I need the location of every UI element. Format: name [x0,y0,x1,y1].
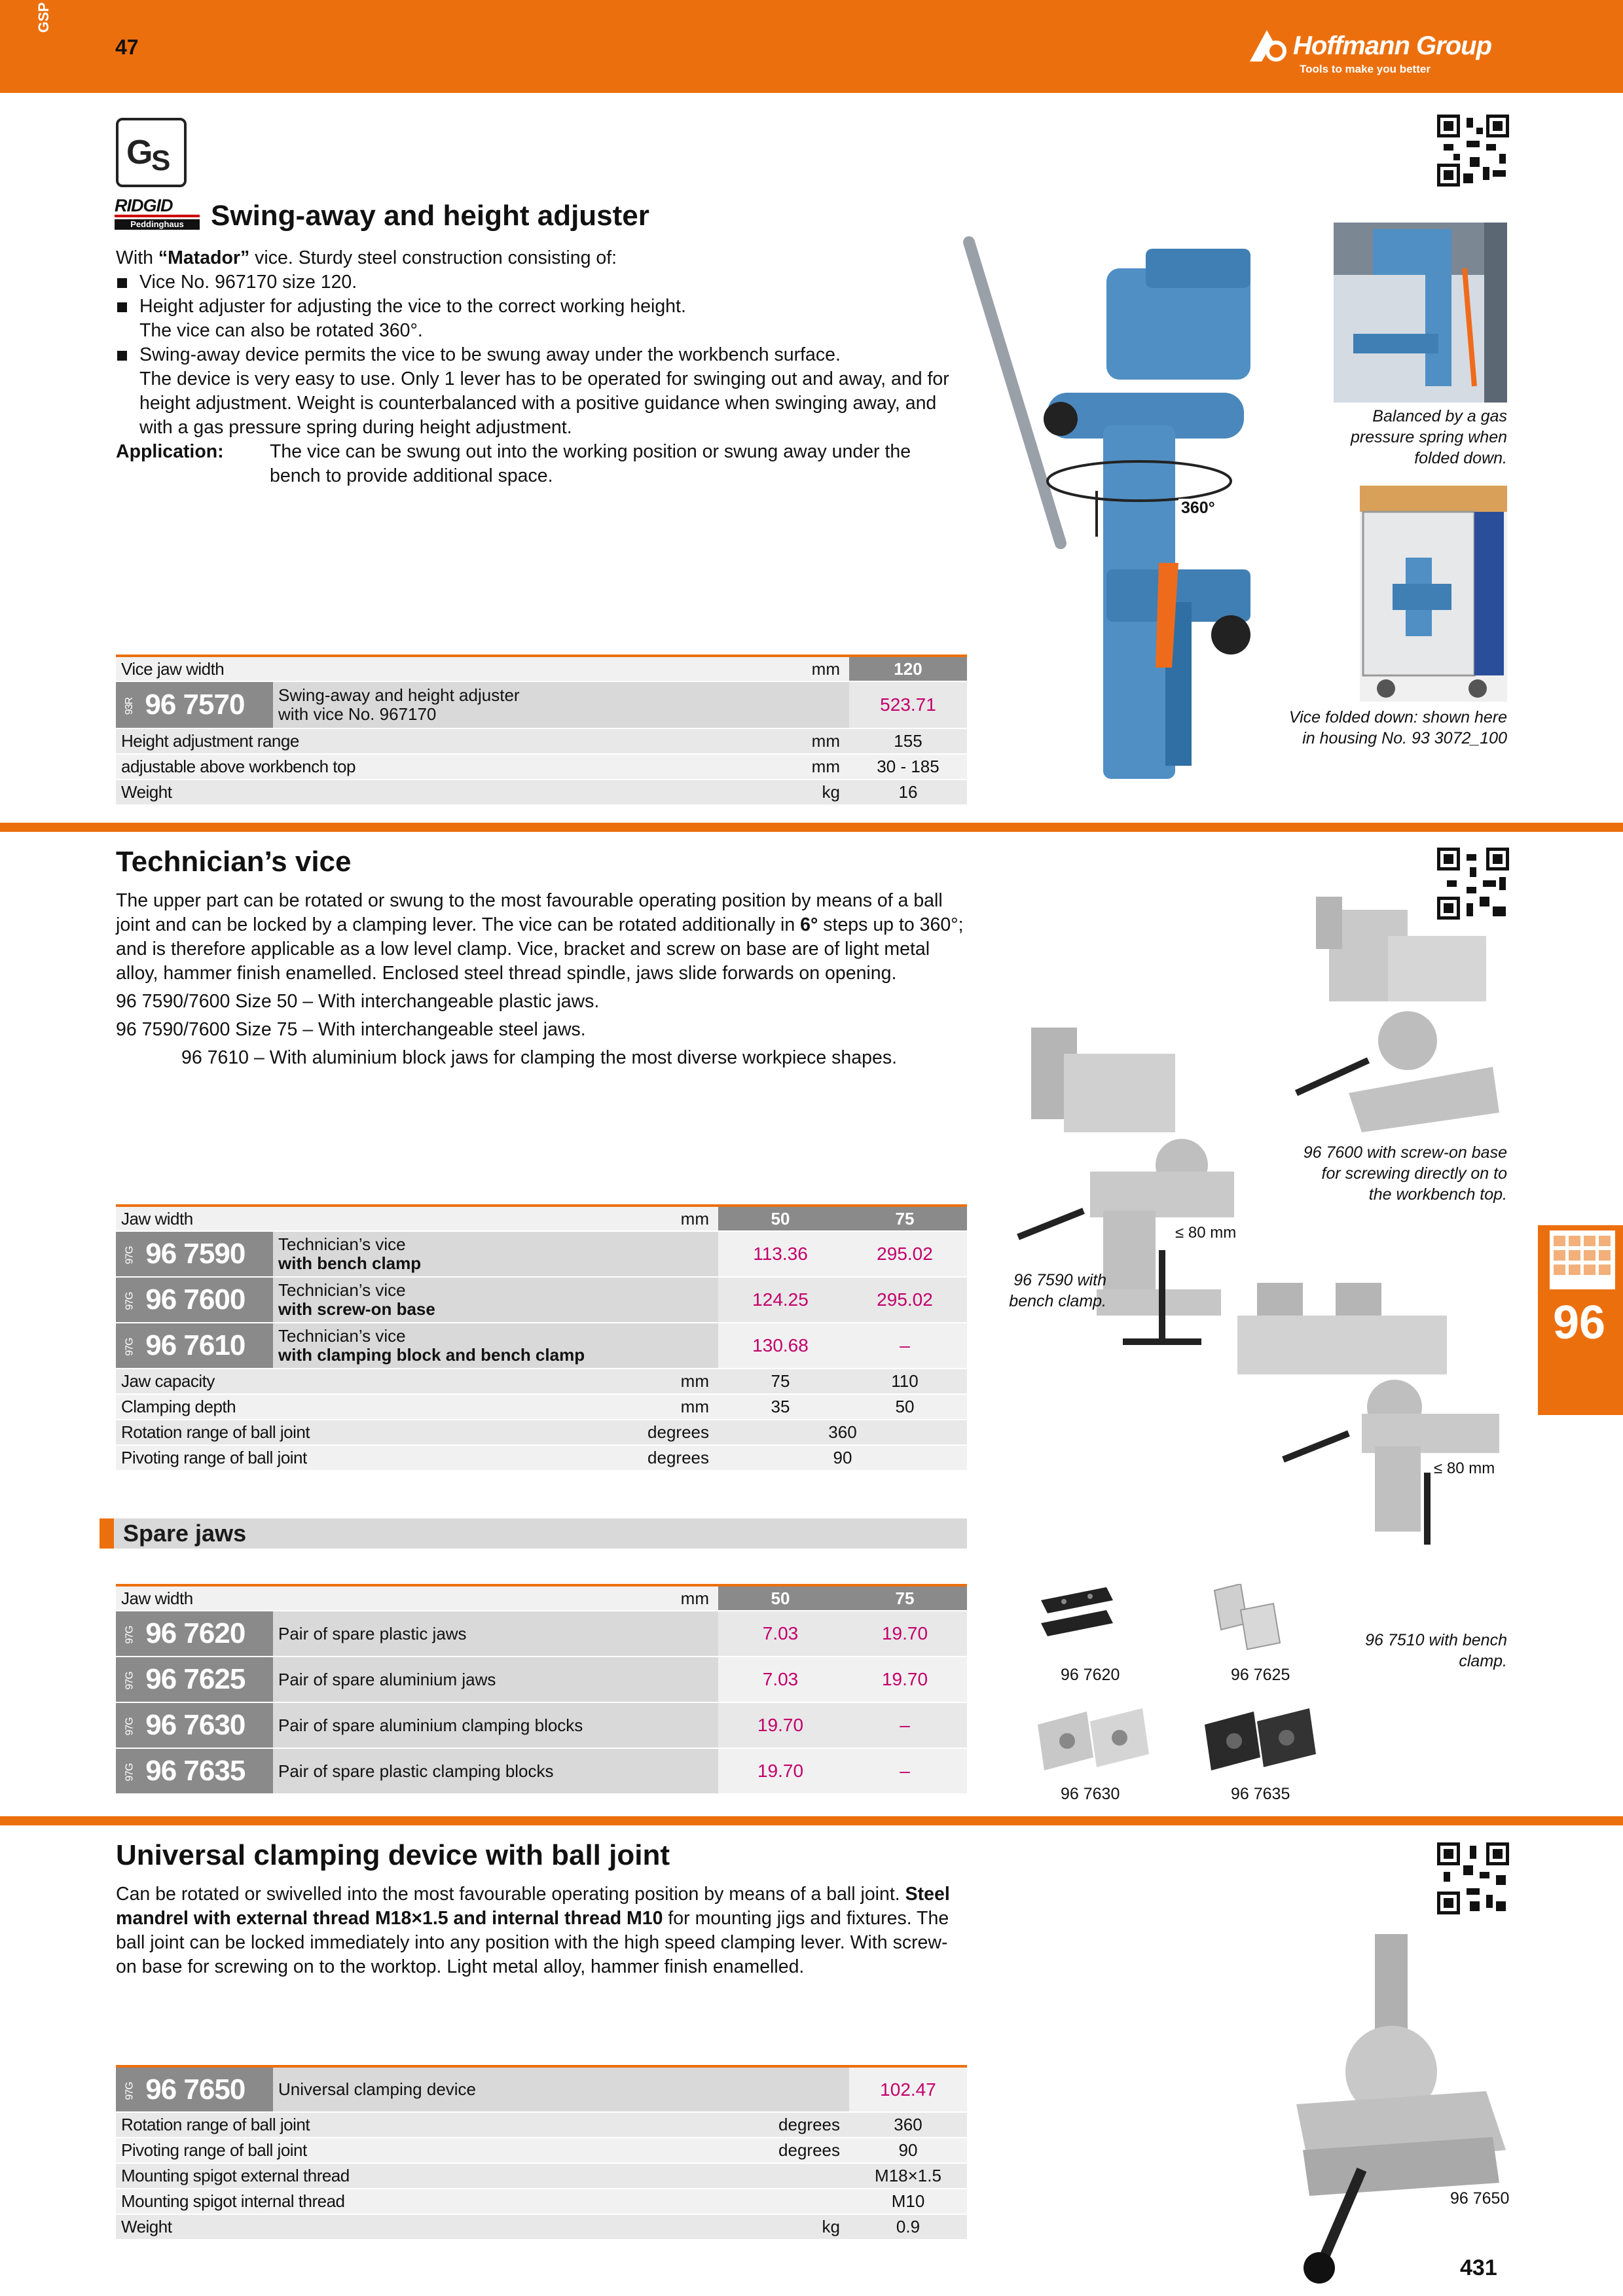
caption-967625: 96 7625 [1231,1666,1290,1684]
application-text: The vice can be swung out into the worki… [270,441,911,486]
price: 523.71 [849,681,967,729]
section-divider [0,1816,1623,1825]
spare-plastic-jaws-image [1034,1587,1120,1646]
price: 102.47 [849,2065,967,2113]
svg-text:S: S [151,145,170,177]
feature-item: Height adjuster for adjusting the vice t… [116,295,967,343]
feature-item: Vice No. 967170 size 120. [116,270,967,295]
table-header-row: Jaw width mm 50 75 [116,1584,967,1611]
section-divider [0,823,1623,832]
caption-967510: 96 7510 with bench clamp. [1365,1631,1507,1670]
universal-clamping-device-image [1283,1934,1509,2287]
brand-name: Hoffmann Group [1293,31,1492,60]
caption-folded-vice: Vice folded down: shown here in housing … [1288,708,1507,747]
table-header-row: Jaw width mm 50 75 [116,1204,967,1232]
technician-vice-967510-image: ≤ 80 mm [1218,1276,1506,1551]
caption-967650: 96 7650 [1450,2189,1510,2208]
rotation-label: 360° [1178,499,1218,518]
brand-tagline: Tools to make you better [1300,63,1431,75]
brand-logo: Hoffmann Group Tools to make you better [1247,22,1509,81]
svg-text:G: G [126,134,153,171]
section3-description: Can be rotated or swivelled into the mos… [116,1884,950,1977]
table-header-row: Vice jaw width mm 120 [116,655,967,682]
caption-967620: 96 7620 [1061,1666,1120,1684]
header-cap-text: GSP [35,2,52,33]
dimension-label: ≤ 80 mm [1434,1460,1495,1477]
feature-item: Swing-away device permits the vice to be… [116,343,967,440]
spare-aluminium-jaws-image [1201,1583,1286,1656]
folded-vice-housing-image [1360,486,1507,702]
header-page-number: 47 [115,35,139,59]
caption-gas-spring: Balanced by a gas pressure spring when f… [1350,407,1507,467]
ridgid-peddinghaus-logo: RIDGID Peddinghaus [115,196,200,230]
caption-967590: 96 7590 with bench clamp. [1009,1271,1106,1310]
caption-967600: 96 7600 with screw-on base for screwing … [1303,1143,1507,1204]
spare-plastic-clamping-blocks-image [1201,1705,1319,1777]
chapter-number: 96 [1553,1297,1606,1349]
brand-mark-icon [1250,30,1286,62]
page-number: 431 [1460,2255,1497,2280]
gs-certification-icon: G S [116,118,187,187]
swing-away-adjuster-image: 360° [943,229,1322,785]
spare-jaws-title: Spare jaws [123,1520,247,1547]
grid-icon [1550,1230,1615,1289]
spare-aluminium-clamping-blocks-image [1034,1705,1152,1777]
section2-description: The upper part can be rotated or swung t… [116,890,964,1068]
gas-spring-detail-image [1334,223,1507,403]
application-label: Application: [116,441,224,462]
dimension-label: ≤ 80 mm [1175,1224,1237,1242]
spare-jaws-heading-bar: Spare jaws [100,1518,967,1549]
caption-967635: 96 7635 [1231,1785,1290,1803]
section2-title: Technician’s vice [116,846,352,878]
section3-title: Universal clamping device with ball join… [116,1839,670,1871]
technician-vice-967590-image: ≤ 80 mm [1005,1014,1254,1355]
page-header: GSP 47 Hoffmann Group Tools to make you … [0,0,1623,93]
qr-code-icon[interactable] [1437,1842,1509,1914]
feature-list: Vice No. 967170 size 120. Height adjuste… [116,270,967,440]
section1-description: With “Matador” vice. Sturdy steel constr… [116,246,967,488]
caption-967630: 96 7630 [1061,1785,1120,1803]
technician-vice-967600-image [1283,897,1506,1139]
qr-code-icon[interactable] [1437,115,1509,187]
section1-title: Swing-away and height adjuster [211,200,649,232]
qr-code-icon[interactable] [1437,848,1509,920]
